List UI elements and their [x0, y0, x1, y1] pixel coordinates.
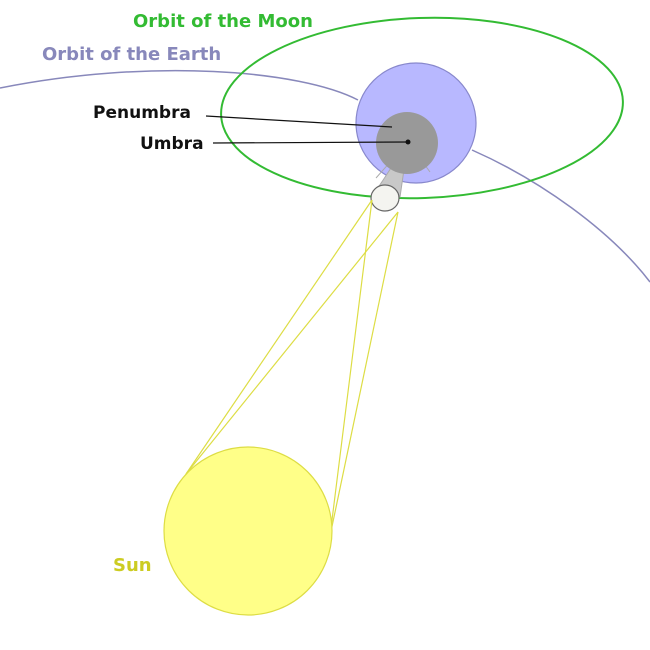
sun-rays [185, 199, 399, 537]
umbra-label: Umbra [140, 134, 204, 154]
moon [370, 184, 400, 212]
moon-orbit [220, 16, 624, 200]
penumbra-leader [205, 115, 393, 128]
sun-label: Sun [113, 555, 152, 576]
earth-orbit [0, 69, 650, 283]
ray-1 [185, 199, 373, 475]
ray-3 [329, 199, 373, 537]
penumbra-label: Penumbra [93, 103, 191, 123]
earth-orbit-label: Orbit of the Earth [42, 44, 221, 65]
umbra-leader [212, 141, 409, 144]
ray-4 [329, 211, 399, 537]
moon-orbit-label: Orbit of the Moon [133, 11, 313, 32]
ray-2 [185, 211, 399, 475]
sun [163, 446, 333, 616]
umbra-center-dot [405, 139, 411, 145]
